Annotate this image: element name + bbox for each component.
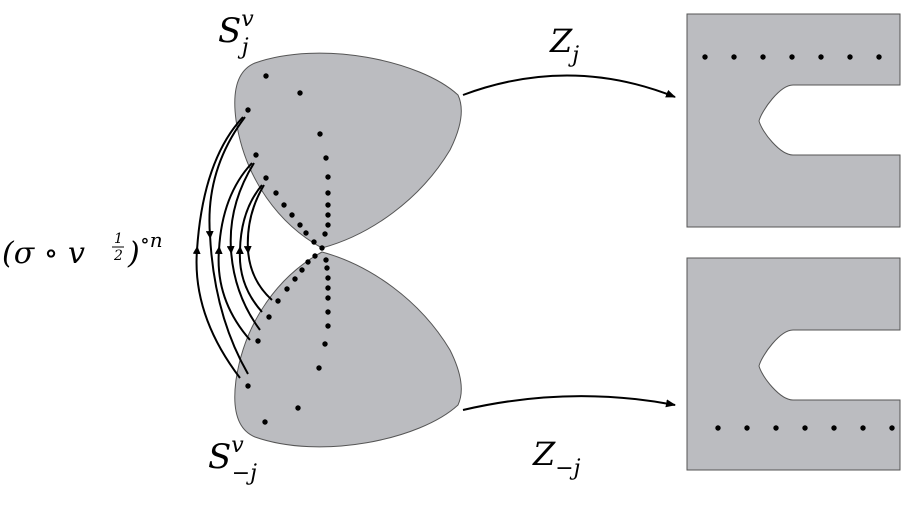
point — [266, 314, 272, 320]
upper-target-domain — [686, 13, 901, 228]
svg-text:): ) — [127, 236, 140, 271]
point — [325, 202, 331, 208]
point — [322, 341, 328, 347]
point — [316, 365, 322, 371]
point — [325, 275, 331, 281]
point — [273, 190, 279, 196]
upper-region — [234, 52, 462, 249]
point — [297, 222, 303, 228]
point — [312, 253, 318, 259]
upper-map-arrow — [462, 74, 676, 98]
lower-set-label: Sv−j — [208, 433, 257, 486]
point — [831, 425, 837, 431]
point — [325, 190, 331, 196]
point — [847, 54, 853, 60]
point — [744, 425, 750, 431]
orbit-points — [245, 73, 331, 425]
target-points — [702, 54, 895, 431]
point — [263, 73, 269, 79]
point — [255, 338, 261, 344]
point — [245, 383, 251, 389]
point — [253, 152, 259, 158]
point — [760, 54, 766, 60]
point — [317, 131, 323, 137]
point — [297, 90, 303, 96]
point — [275, 298, 281, 304]
point — [325, 309, 331, 315]
point — [311, 239, 317, 245]
point — [889, 425, 895, 431]
point — [789, 54, 795, 60]
point — [263, 175, 269, 181]
lower-region — [234, 251, 462, 448]
point — [325, 295, 331, 301]
point — [324, 265, 330, 271]
point — [295, 405, 301, 411]
lower-map-label: Z−j — [532, 435, 581, 481]
point — [818, 54, 824, 60]
point — [802, 425, 808, 431]
point — [245, 107, 251, 113]
point — [325, 174, 331, 180]
point — [281, 202, 287, 208]
svg-text:2: 2 — [113, 248, 123, 264]
lower-map-arrow — [462, 395, 676, 411]
point — [284, 286, 290, 292]
point — [322, 231, 328, 237]
point — [299, 267, 305, 273]
iteration-arcs — [192, 116, 273, 379]
point — [702, 54, 708, 60]
point — [289, 212, 295, 218]
upper-map-label: Zj — [549, 22, 579, 68]
point — [715, 425, 721, 431]
point — [876, 54, 882, 60]
point — [303, 230, 309, 236]
point — [860, 425, 866, 431]
svg-text:∘n: ∘n — [140, 228, 163, 252]
svg-text:(σ ∘ v: (σ ∘ v — [2, 236, 85, 271]
point — [731, 54, 737, 60]
iteration-label: (σ ∘ v 1 2 ) ∘n — [2, 228, 163, 271]
point — [319, 245, 325, 251]
point — [325, 222, 331, 228]
point — [325, 285, 331, 291]
point — [262, 419, 268, 425]
svg-text:1: 1 — [114, 231, 123, 247]
point — [325, 323, 331, 329]
point — [305, 259, 311, 265]
lower-target-domain — [686, 257, 901, 471]
point — [323, 257, 329, 263]
point — [325, 212, 331, 218]
point — [773, 425, 779, 431]
point — [292, 276, 298, 282]
point — [323, 155, 329, 161]
